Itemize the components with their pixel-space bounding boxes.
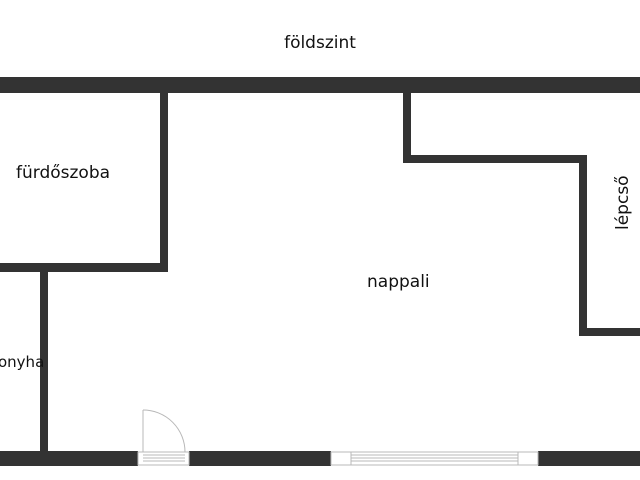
entrance-door-icon (137, 409, 190, 466)
room-label-stairs: lépcső (613, 175, 633, 230)
wall-top (0, 77, 640, 93)
wall-bottom-middle (189, 451, 331, 466)
wall-stairs-upper-vertical (403, 93, 411, 163)
room-label-kitchen: onyha (0, 353, 45, 371)
wall-kitchen-vertical (40, 272, 48, 452)
wall-stairs-vertical (579, 155, 587, 336)
window-icon (330, 451, 539, 466)
wall-bottom-right (538, 451, 640, 466)
floor-title: földszint (284, 33, 356, 53)
wall-stairs-lower-horizontal (579, 328, 640, 336)
room-label-bathroom: fürdőszoba (16, 163, 111, 183)
wall-stairs-upper-horizontal (403, 155, 587, 163)
wall-bathroom-vertical (160, 93, 168, 272)
room-label-living: nappali (367, 272, 430, 292)
wall-bottom-left (0, 451, 138, 466)
wall-bathroom-horizontal (0, 263, 168, 272)
